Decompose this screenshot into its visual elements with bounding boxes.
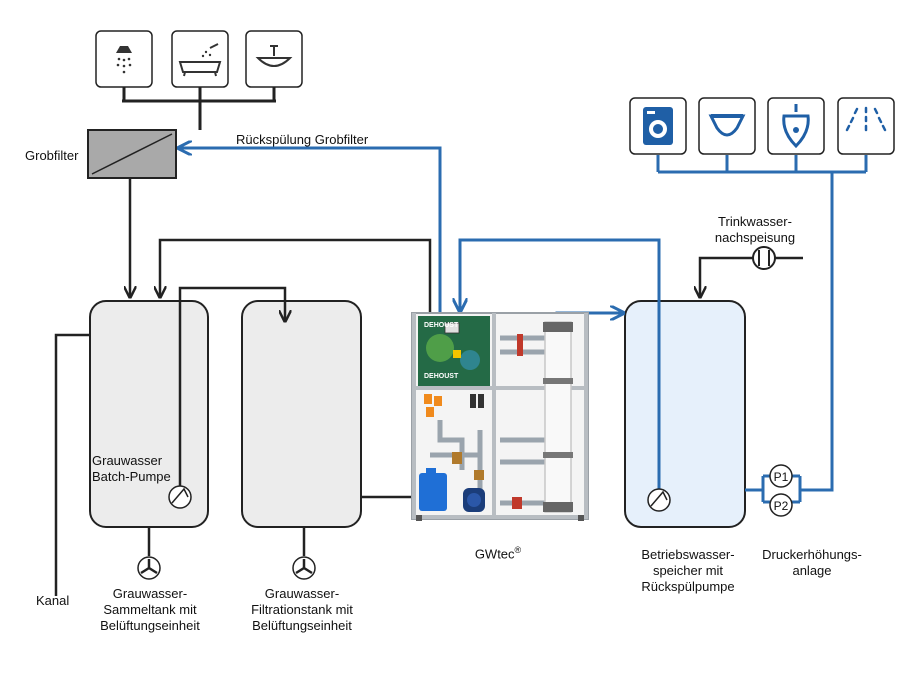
service-water-tank-line2: speicher mit [652, 563, 724, 578]
gwtec-registered-mark: ® [514, 545, 522, 555]
shower-icon [95, 30, 153, 88]
filtration-tank-label: Grauwasser- Filtrationstank mit Belüftun… [232, 586, 372, 634]
grey-water-filtration-tank [241, 300, 362, 528]
washbasin-icon [245, 30, 303, 88]
collection-tank-label: Grauwasser- Sammeltank mit Belüftungsein… [80, 586, 220, 634]
gwtec-label: GWtec® [458, 542, 538, 562]
drinking-water-feed-label: Trinkwasser- nachspeisung [695, 214, 815, 246]
urinal-icon [698, 97, 756, 155]
garden-sprinkler-icon [837, 97, 895, 155]
batch-pump-label: Grauwasser Batch-Pumpe [92, 453, 171, 485]
pump-p2-label: P2 [774, 499, 789, 513]
coarse-filter [87, 129, 177, 179]
pressure-booster-line1: Druckerhöhungs- [762, 547, 862, 562]
collection-tank-line1: Grauwasser- [112, 586, 188, 601]
backwash-pump-icon [647, 488, 671, 512]
aerator-icon-collection [137, 556, 161, 580]
drinking-water-feed-line2: nachspeisung [714, 230, 796, 245]
drinking-water-feed-line1: Trinkwasser- [718, 214, 792, 229]
batch-pump-line1: Grauwasser [92, 453, 163, 468]
service-water-tank [624, 300, 746, 528]
collection-tank-line2: Sammeltank mit [103, 602, 197, 617]
backwash-coarse-filter-label: Rückspülung Grobfilter [236, 132, 369, 147]
pump-p1: P1 [769, 464, 793, 488]
washing-machine-icon [629, 97, 687, 155]
filtration-tank-line2: Filtrationstank mit [251, 602, 353, 617]
batch-pump-icon [168, 485, 192, 509]
pump-p2: P2 [769, 493, 793, 517]
filtration-tank-line3: Belüftungseinheit [252, 618, 352, 633]
sewer-label: Kanal [36, 593, 70, 608]
bathtub-icon [171, 30, 229, 88]
gwtec-name: GWtec [474, 546, 515, 562]
toilet-icon [767, 97, 825, 155]
service-water-tank-label: Betriebswasser- speicher mit Rückspülpum… [618, 547, 758, 595]
gwtec-unit: DEHOUST DEHOUST [411, 312, 589, 521]
collection-tank-line3: Belüftungseinheit [100, 618, 200, 633]
pump-p1-label: P1 [774, 470, 789, 484]
service-water-tank-line1: Betriebswasser- [641, 547, 735, 562]
coarse-filter-label: Grobfilter [25, 148, 79, 163]
service-water-tank-line3: Rückspülpumpe [641, 579, 735, 594]
pressure-booster-line2: anlage [792, 563, 832, 578]
unit-brand-top: DEHOUST [424, 322, 459, 329]
source-manifold [122, 87, 276, 130]
batch-pump-line2: Batch-Pumpe [92, 469, 171, 484]
unit-brand-bottom: DEHOUST [424, 373, 459, 380]
aerator-icon-filtration [292, 556, 316, 580]
pressure-booster-label: Druckerhöhungs- anlage [752, 547, 872, 579]
water-meter-icon [752, 246, 776, 270]
filtration-tank-line1: Grauwasser- [264, 586, 340, 601]
service-water-lines [180, 148, 868, 504]
